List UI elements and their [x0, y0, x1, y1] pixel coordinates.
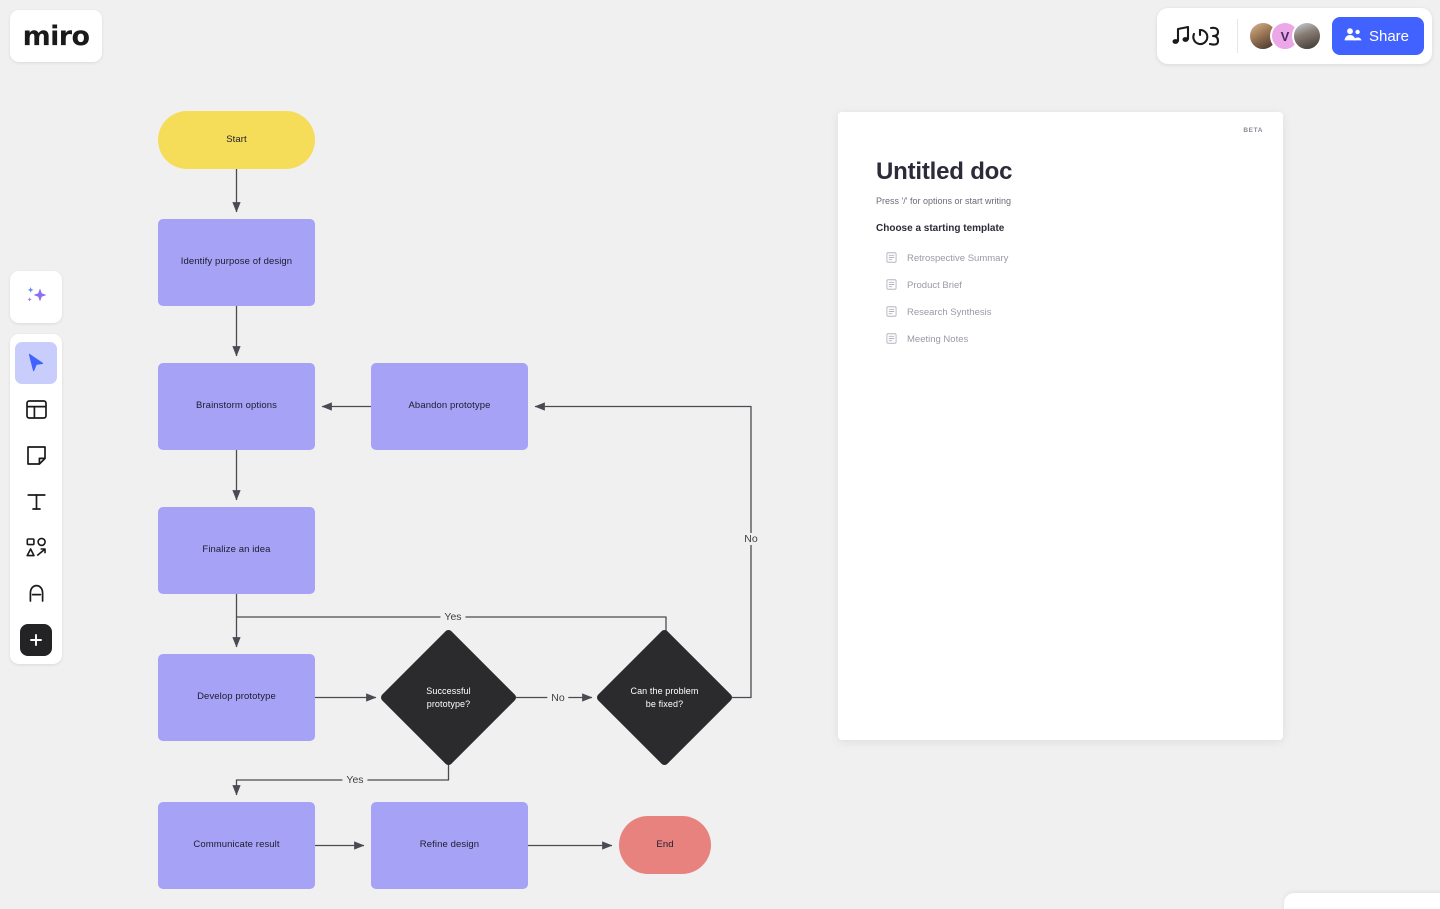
node-start[interactable]: [158, 111, 315, 169]
left-toolbar: [10, 334, 62, 664]
tool-templates[interactable]: [15, 388, 57, 430]
node-refine-design[interactable]: [371, 802, 528, 889]
node-can-problem-be-fixed-decision[interactable]: [597, 630, 732, 765]
people-icon: [1344, 27, 1362, 46]
edge-canfix-abandon-no: [534, 402, 752, 699]
template-item-meeting-notes[interactable]: Meeting Notes: [876, 326, 1245, 353]
node-identify-purpose[interactable]: [158, 219, 315, 306]
doc-hint-text: Press '/' for options or start writing: [876, 196, 1011, 206]
tool-shapes-connectors[interactable]: [15, 526, 57, 568]
template-label: Retrospective Summary: [907, 253, 1009, 264]
beta-badge: BETA: [1243, 127, 1263, 134]
document-icon: [886, 304, 897, 322]
document-icon: [886, 277, 897, 295]
template-list: Retrospective Summary Product Brief: [876, 245, 1245, 353]
template-label: Research Synthesis: [907, 307, 992, 318]
node-brainstorm-options[interactable]: [158, 363, 315, 450]
tool-more-apps[interactable]: [20, 624, 52, 656]
ai-tool-button[interactable]: [10, 271, 62, 323]
edge-label-canfix-no: No: [740, 533, 762, 545]
share-button[interactable]: Share: [1331, 17, 1424, 55]
template-item-research-synthesis[interactable]: Research Synthesis: [876, 299, 1245, 326]
collaborator-avatars[interactable]: V: [1247, 21, 1322, 51]
tool-sticky-note[interactable]: [15, 434, 57, 476]
doc-title[interactable]: Untitled doc: [876, 158, 1013, 185]
template-label: Product Brief: [907, 280, 962, 291]
document-icon: [886, 331, 897, 349]
node-finalize-idea[interactable]: [158, 507, 315, 594]
template-item-product-brief[interactable]: Product Brief: [876, 272, 1245, 299]
template-label: Meeting Notes: [907, 334, 969, 345]
edge-label-successful-no: No: [547, 692, 569, 704]
miro-logo-text: miro: [22, 20, 90, 52]
edge-label-finalize-yes: Yes: [440, 611, 466, 623]
toolbar-divider: [1236, 19, 1238, 53]
node-successful-prototype-decision[interactable]: [381, 630, 516, 765]
bottom-right-toolbar[interactable]: [1284, 893, 1440, 909]
avatar-photo-2[interactable]: [1291, 21, 1322, 51]
miro-logo[interactable]: miro: [10, 10, 102, 62]
template-item-retrospective-summary[interactable]: Retrospective Summary: [876, 245, 1245, 272]
top-right-bar: V Share: [1156, 8, 1432, 64]
edge-label-successful-yes: Yes: [342, 774, 368, 786]
music-timer-icon[interactable]: [1171, 21, 1227, 51]
doc-template-heading: Choose a starting template: [876, 223, 1005, 234]
sparkle-icon: [22, 281, 50, 314]
document-panel[interactable]: BETA Untitled doc Press '/' for options …: [838, 112, 1283, 740]
node-abandon-prototype[interactable]: [371, 363, 528, 450]
node-communicate-result[interactable]: [158, 802, 315, 889]
node-end[interactable]: [619, 816, 711, 874]
document-icon: [886, 250, 897, 268]
tool-select[interactable]: [15, 342, 57, 384]
share-button-label: Share: [1368, 27, 1409, 45]
tool-text[interactable]: [15, 480, 57, 522]
tool-pen[interactable]: [15, 572, 57, 614]
node-develop-prototype[interactable]: [158, 654, 315, 741]
